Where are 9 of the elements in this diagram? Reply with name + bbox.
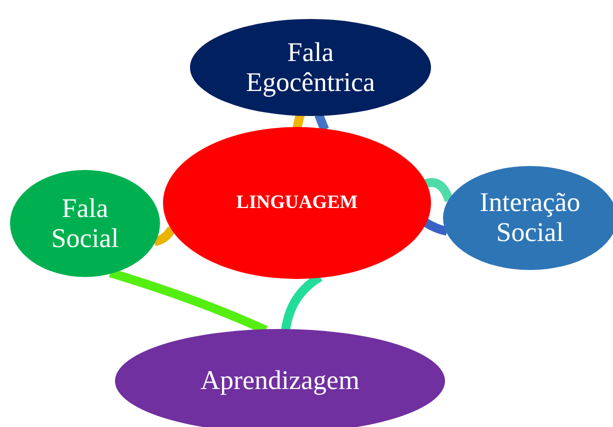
node-label: LINGUAGEM: [236, 192, 358, 214]
connector-line: [424, 178, 454, 202]
connector-line: [292, 114, 304, 130]
node-label: Fala Egocêntrica: [245, 38, 376, 98]
node-label: Aprendizagem: [200, 366, 360, 396]
connector-line: [314, 113, 329, 132]
node-label: Fala Social: [50, 194, 120, 254]
node-label: Interação Social: [478, 188, 582, 248]
connector-line: [423, 218, 448, 236]
